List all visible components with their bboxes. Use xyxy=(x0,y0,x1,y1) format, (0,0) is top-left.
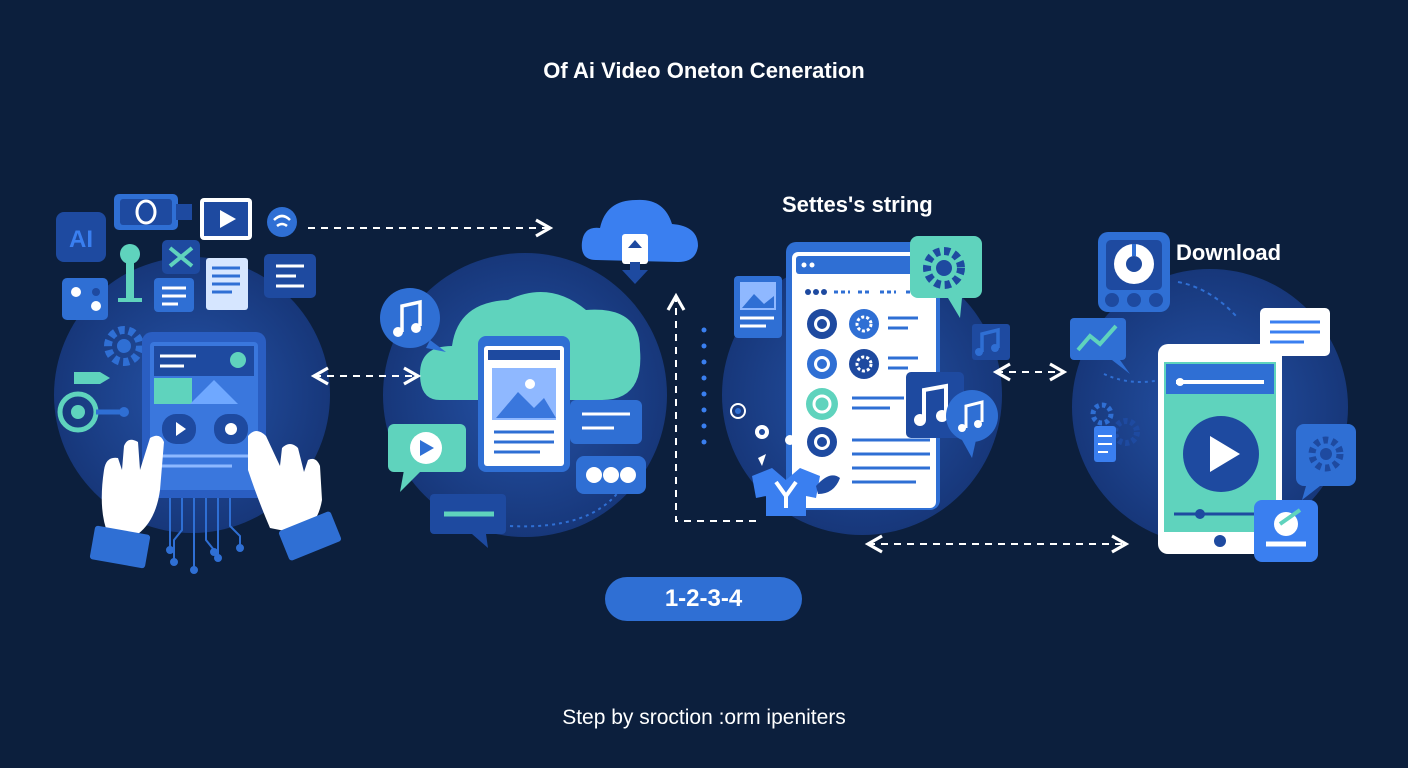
footer-caption: Step by sroction :orm ipeniters xyxy=(562,706,846,729)
flow-connectors xyxy=(308,218,1130,554)
ai-badge-icon: AI xyxy=(56,212,106,262)
document-icon xyxy=(206,258,248,310)
music-note-small-icon xyxy=(972,324,1010,360)
shuffle-icon xyxy=(162,240,200,274)
video-bubble-icon xyxy=(388,424,466,492)
microphone-icon xyxy=(118,244,142,302)
list-card-icon xyxy=(154,278,194,312)
ai-badge-label: AI xyxy=(69,226,93,253)
camera-icon xyxy=(114,194,192,230)
right-hand-icon xyxy=(248,431,342,561)
music-note-icon xyxy=(380,288,446,352)
settings-badge-icon xyxy=(1296,424,1356,500)
dark-chat-icon xyxy=(430,494,506,548)
trend-dotted-curve xyxy=(1103,373,1161,383)
image-document-icon xyxy=(478,336,570,472)
music-note-bubble-icon xyxy=(946,390,998,458)
settings-panel xyxy=(786,242,940,510)
download-disc-icon xyxy=(1098,232,1170,312)
left-hand-icon xyxy=(89,435,164,569)
tablet-device xyxy=(142,332,266,498)
image-card-icon xyxy=(734,276,782,338)
stage2-group xyxy=(380,199,698,548)
shirt-icon xyxy=(752,468,840,516)
gear-icon xyxy=(104,326,144,366)
link-target-icon xyxy=(57,391,129,433)
trend-chart-icon xyxy=(1070,318,1130,374)
puzzle-icon xyxy=(62,278,108,320)
gears-icon xyxy=(1090,402,1140,462)
stage1-group: AI xyxy=(54,194,342,574)
phone-device xyxy=(1158,344,1282,554)
circuit-lines xyxy=(166,498,244,574)
chat-bubble-icon xyxy=(267,207,297,237)
stage4-label: Download xyxy=(1176,240,1282,265)
stage3-label: Settes's string xyxy=(782,192,933,217)
text-card-icon xyxy=(570,400,642,444)
settings-gear-icon xyxy=(910,236,982,318)
download-dotted-curve xyxy=(1177,281,1237,317)
edit-badge-icon xyxy=(1254,500,1318,562)
text-bubble-icon xyxy=(264,254,316,298)
steps-label: 1-2-3-4 xyxy=(664,585,743,612)
cloud-upload-icon xyxy=(581,199,698,284)
scattered-small-icons xyxy=(730,403,795,466)
diagram-title: Of Ai Video Oneton Ceneration xyxy=(543,58,865,83)
stage3-group xyxy=(722,236,1010,535)
arrow-tag-icon xyxy=(74,372,110,384)
video-frame-icon xyxy=(200,198,252,240)
typing-bubble-icon xyxy=(576,456,646,494)
connector-stage3-up xyxy=(666,292,756,522)
dotted-vertical-line xyxy=(701,327,707,445)
stage4-group xyxy=(1070,232,1356,562)
steps-badge: 1-2-3-4 xyxy=(605,577,802,621)
